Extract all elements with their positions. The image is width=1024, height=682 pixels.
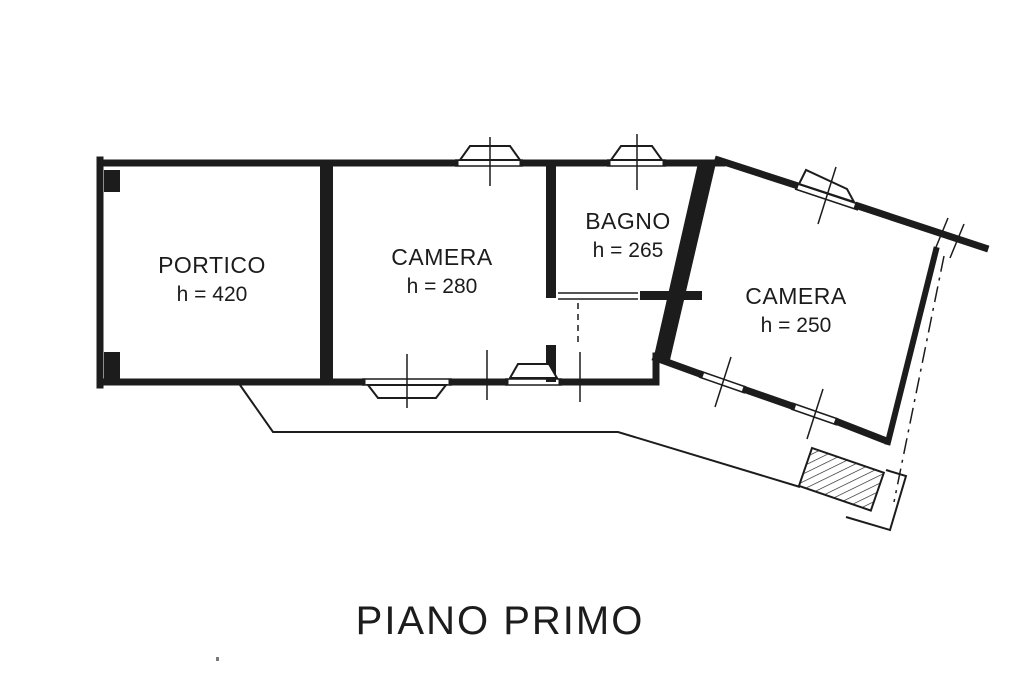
door-corridor-bottom <box>486 350 581 402</box>
stray-mark <box>216 657 219 661</box>
exterior-walls <box>96 155 990 446</box>
room-label-camera-2: CAMERA <box>745 283 847 309</box>
room-label-bagno: BAGNO <box>585 208 671 234</box>
plan-title: PIANO PRIMO <box>356 599 645 643</box>
terrace-outline <box>239 384 801 488</box>
window-camera1-bottom <box>362 354 452 408</box>
interior-walls <box>104 160 716 385</box>
room-height-camera-1: h = 280 <box>407 275 478 298</box>
room-height-camera-2: h = 250 <box>761 314 832 337</box>
boundary-dashdot-line <box>893 255 945 503</box>
wall-camera-corridor <box>546 345 556 382</box>
portico-pillar-bottom <box>104 352 120 380</box>
door-bagno <box>558 292 638 346</box>
stairs-hatched-block <box>797 446 886 512</box>
room-label-camera-1: CAMERA <box>391 244 493 270</box>
room-label-portico: PORTICO <box>158 252 266 278</box>
wall-camera-bagno <box>546 163 556 298</box>
window-camera2-top-sloped <box>794 166 859 225</box>
break-mark <box>933 217 965 259</box>
stairs <box>797 446 908 532</box>
wall-portico-camera <box>320 160 333 385</box>
window-camera1-top <box>455 137 523 186</box>
wall-bagno-camera2 <box>654 163 716 360</box>
room-height-bagno: h = 265 <box>593 239 664 262</box>
room-labels: PORTICO h = 420 CAMERA h = 280 BAGNO h =… <box>158 208 847 337</box>
portico-pillar-top <box>104 170 120 192</box>
openings-camera2-bottom <box>698 356 839 440</box>
room-height-portico: h = 420 <box>177 283 248 306</box>
stairs-lower-outline <box>845 469 908 532</box>
window-bagno-top <box>607 134 666 190</box>
